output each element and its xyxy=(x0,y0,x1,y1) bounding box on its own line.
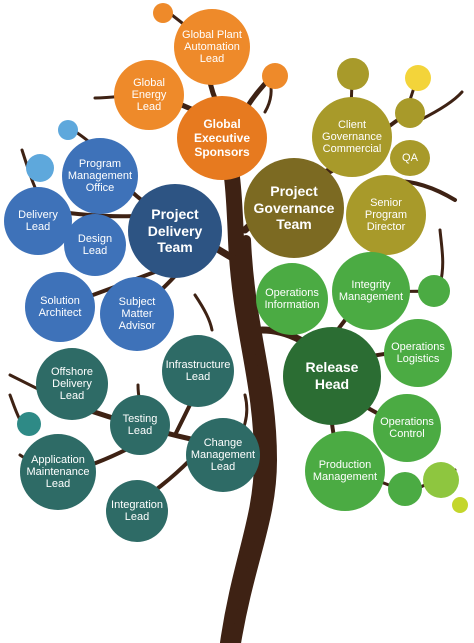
node-release-head: Release Head xyxy=(283,327,381,425)
node-infrastructure-lead: Infrastructure Lead xyxy=(162,335,234,407)
node-integrity-management: Integrity Management xyxy=(332,252,410,330)
node-qa: QA xyxy=(390,140,430,176)
node-senior-program-director: Senior Program Director xyxy=(346,175,426,255)
node-application-maintenance-lead: Application Maintenance Lead xyxy=(20,434,96,510)
node-global-executive-sponsors: Global Executive Sponsors xyxy=(177,96,267,180)
node-global-energy-lead: Global Energy Lead xyxy=(114,60,184,130)
node-delivery-lead: Delivery Lead xyxy=(4,187,72,255)
node-integration-lead: Integration Lead xyxy=(106,480,168,542)
node-operations-logistics: Operations Logistics xyxy=(384,319,452,387)
decor-dot xyxy=(395,98,425,128)
decor-dot xyxy=(153,3,173,23)
decor-dot xyxy=(17,412,41,436)
node-operations-control: Operations Control xyxy=(373,394,441,462)
node-testing-lead: Testing Lead xyxy=(110,395,170,455)
decor-dot xyxy=(262,63,288,89)
node-change-management-lead: Change Management Lead xyxy=(186,418,260,492)
decor-dot xyxy=(388,472,422,506)
decor-dot xyxy=(452,497,468,513)
decor-dot xyxy=(418,275,450,307)
node-solution-architect: Solution Architect xyxy=(25,272,95,342)
node-program-management-office: Program Management Office xyxy=(62,138,138,214)
node-operations-information: Operations Information xyxy=(256,263,328,335)
node-design-lead: Design Lead xyxy=(64,214,126,276)
decor-dot xyxy=(26,154,54,182)
decor-dot xyxy=(405,65,431,91)
node-subject-matter-advisor: Subject Matter Advisor xyxy=(100,277,174,351)
node-client-governance-commercial: Client Governance Commercial xyxy=(312,97,392,177)
decor-dot xyxy=(423,462,459,498)
decor-dot xyxy=(337,58,369,90)
node-production-management: Production Management xyxy=(305,431,385,511)
trunk xyxy=(217,132,271,643)
node-project-governance-team: Project Governance Team xyxy=(244,158,344,258)
node-offshore-delivery-lead: Offshore Delivery Lead xyxy=(36,348,108,420)
node-project-delivery-team: Project Delivery Team xyxy=(128,184,222,278)
node-global-plant-automation-lead: Global Plant Automation Lead xyxy=(174,9,250,85)
decor-dot xyxy=(58,120,78,140)
